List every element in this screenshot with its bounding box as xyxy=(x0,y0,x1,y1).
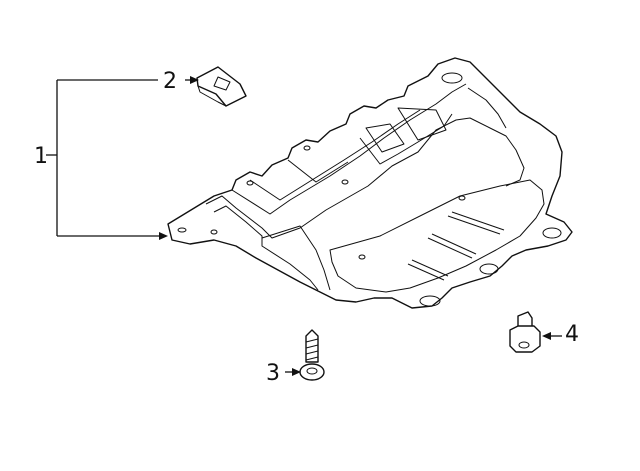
callout-4: 4 xyxy=(565,322,579,347)
callout-2: 2 xyxy=(163,69,177,94)
callout-3: 3 xyxy=(266,361,280,386)
arrowheads xyxy=(159,76,551,376)
leader-lines xyxy=(46,79,562,373)
arrow-to-clip xyxy=(190,76,199,84)
arrow-to-screw xyxy=(292,368,301,376)
arrow-to-shield xyxy=(159,232,168,240)
screw-part[interactable] xyxy=(299,329,325,381)
bolt-part[interactable] xyxy=(509,311,541,353)
callout-1: 1 xyxy=(34,144,48,169)
underbody-shield-part[interactable] xyxy=(167,57,573,309)
clip-nut-part[interactable] xyxy=(196,66,247,107)
arrow-to-bolt xyxy=(542,332,551,340)
